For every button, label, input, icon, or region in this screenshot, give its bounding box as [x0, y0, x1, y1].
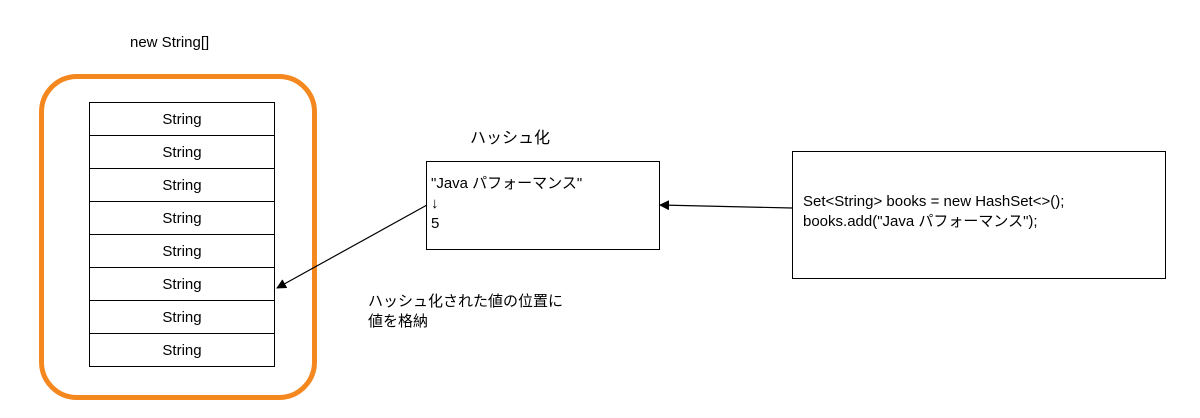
- hash-title: ハッシュ化: [470, 130, 551, 147]
- array-cell: String: [89, 333, 275, 367]
- array-title: new String[]: [130, 34, 210, 51]
- code-line-declaration: Set<String> books = new HashSet<>();: [803, 193, 1065, 210]
- arrow-code-to-hash: [659, 200, 793, 211]
- store-note: ハッシュ化された値の位置に 値を格納: [368, 292, 563, 332]
- array-cell: String: [89, 102, 275, 136]
- array-container: [39, 74, 317, 400]
- arrow-hash-to-array: [276, 204, 428, 289]
- hash-arrow-text: ↓: [431, 195, 439, 212]
- array-cell: String: [89, 168, 275, 202]
- array-cell-target: String: [89, 267, 275, 301]
- hash-input-text: "Java パフォーマンス": [431, 175, 583, 192]
- array-cell: String: [89, 234, 275, 268]
- array-cells: String String String String String Strin…: [89, 102, 275, 367]
- array-cell: String: [89, 201, 275, 235]
- array-cell: String: [89, 300, 275, 334]
- code-line-add: books.add("Java パフォーマンス");: [803, 213, 1038, 230]
- store-note-line-1: ハッシュ化された値の位置に: [368, 293, 564, 310]
- hash-result-text: 5: [431, 215, 440, 232]
- store-note-line-2: 値を格納: [368, 313, 429, 330]
- code-box: Set<String> books = new HashSet<>(); boo…: [792, 151, 1166, 279]
